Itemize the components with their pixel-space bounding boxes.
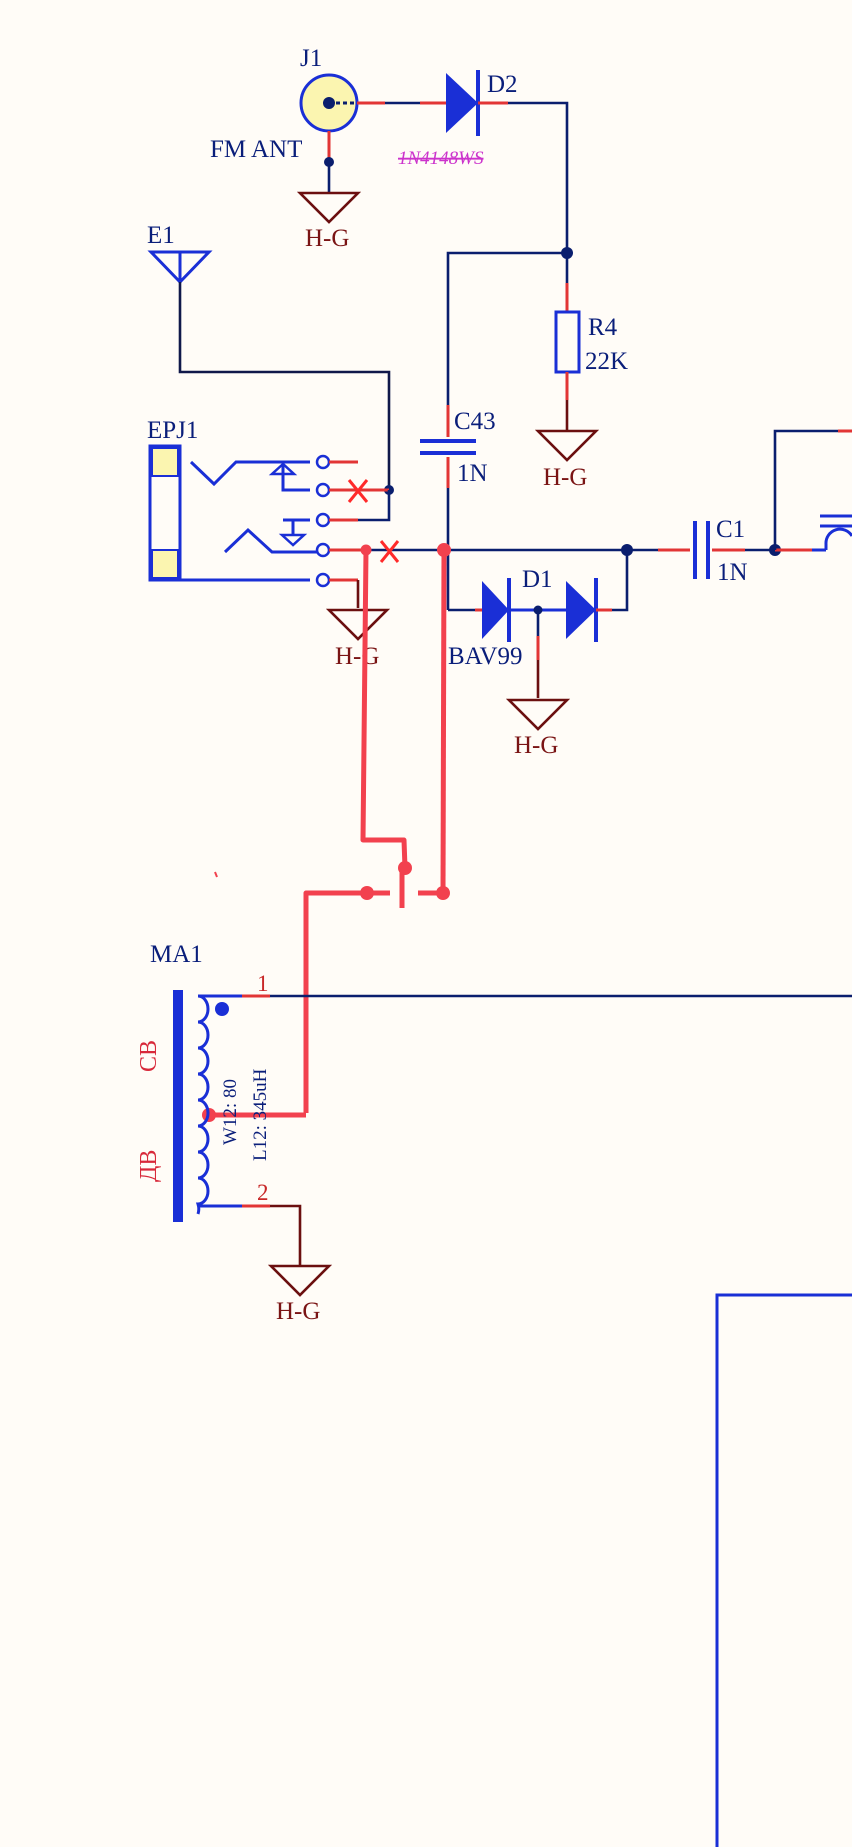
ma1-label: MA1	[150, 941, 203, 968]
ground-symbol	[505, 698, 571, 731]
e1-label: E1	[147, 222, 175, 249]
d2-diode	[446, 70, 480, 136]
ground-label: H-G	[514, 732, 558, 759]
ground-label: H-G	[305, 225, 349, 252]
d1-label: D1	[522, 566, 553, 593]
j1-connector	[299, 73, 359, 192]
band-lw-label: ДВ	[136, 1150, 162, 1182]
coil-partial	[812, 514, 852, 552]
pin-2-label: 2	[257, 1180, 269, 1205]
ma1-antenna-coil	[173, 990, 229, 1222]
d2-label: D2	[487, 71, 518, 98]
pin-1-label: 1	[257, 971, 269, 996]
fm-ant-label: FM ANT	[210, 136, 302, 163]
d1-part-label: BAV99	[448, 643, 523, 670]
c1-value: 1N	[717, 559, 748, 586]
band-mw-label: СВ	[136, 1040, 162, 1072]
ground-symbol	[296, 191, 362, 224]
d2-part-label: 1N4148WS	[398, 148, 484, 169]
c1-label: C1	[716, 516, 745, 543]
epj1-jack	[148, 444, 331, 588]
epj1-label: EPJ1	[147, 417, 198, 444]
ground-symbol	[267, 1264, 333, 1297]
ground-symbol	[534, 429, 600, 462]
ground-symbol	[325, 608, 391, 641]
ic-body-outline	[715, 1293, 852, 1847]
c43-value: 1N	[457, 460, 488, 487]
c1-capacitor	[693, 521, 710, 579]
modification-wire	[209, 549, 447, 1118]
c43-label: C43	[454, 408, 496, 435]
ground-label: H-G	[335, 643, 379, 670]
l12-label: L12: 345uH	[250, 1068, 271, 1161]
ground-label: H-G	[543, 464, 587, 491]
r4-resistor	[554, 310, 581, 374]
r4-value: 22K	[585, 348, 628, 375]
no-connect-mark	[379, 540, 400, 563]
r4-label: R4	[588, 314, 618, 341]
c43-capacitor	[420, 439, 476, 455]
j1-label: J1	[300, 45, 322, 72]
no-connect-mark	[347, 479, 369, 503]
e1-antenna	[147, 250, 213, 285]
ground-label: H-G	[276, 1298, 320, 1325]
w12-label: W12: 80	[220, 1079, 241, 1145]
